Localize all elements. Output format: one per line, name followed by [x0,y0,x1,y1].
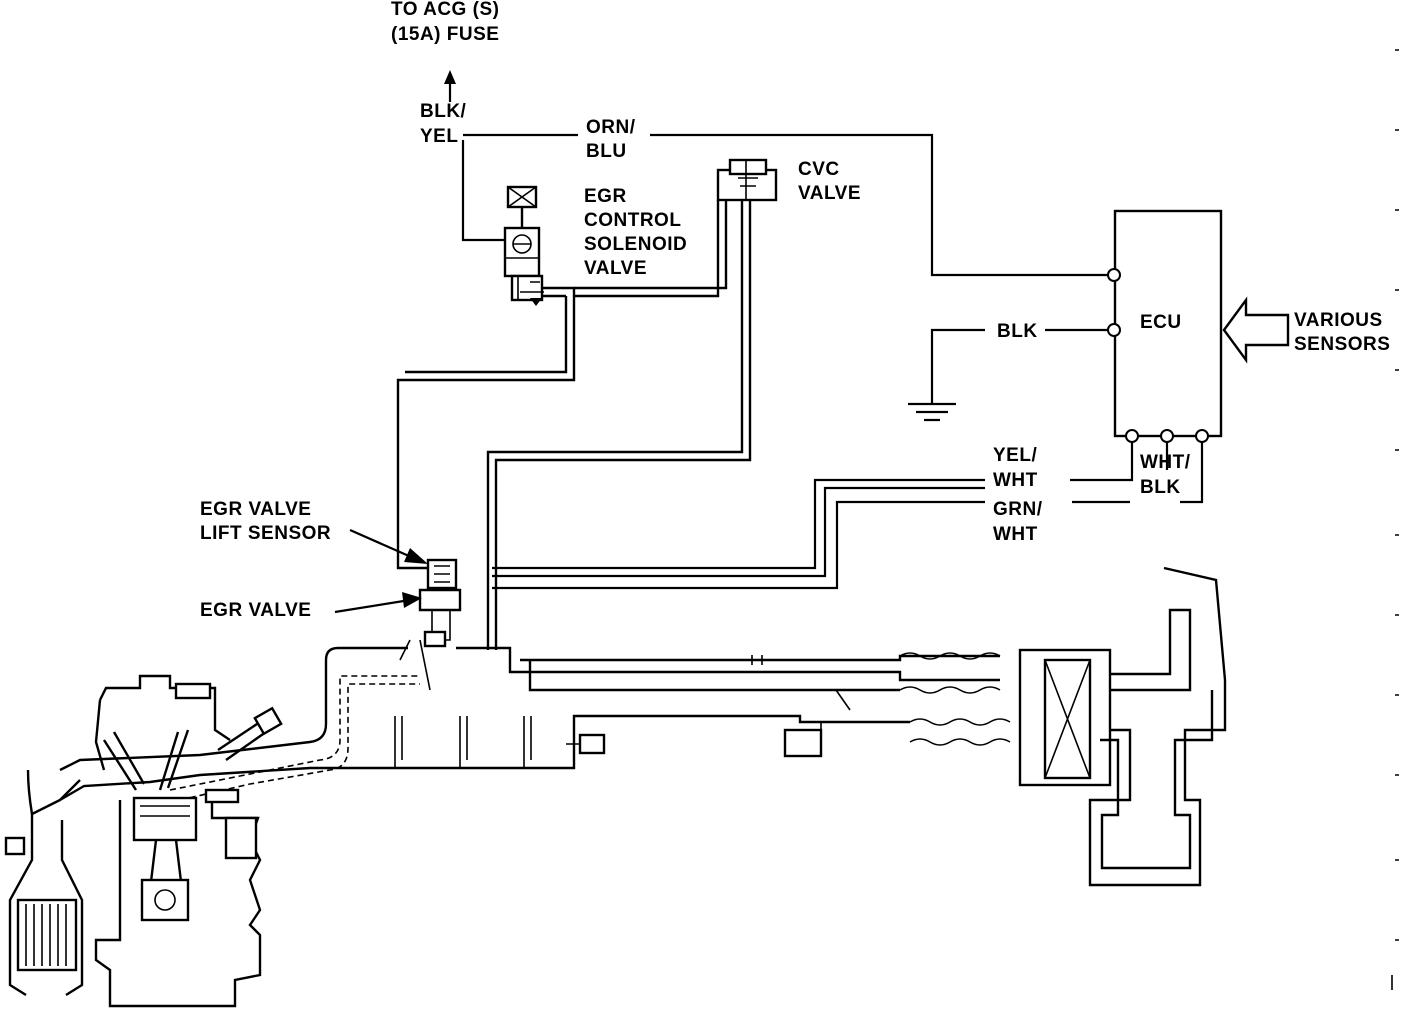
grn-wht-label-2: WHT [993,524,1038,545]
egr-solenoid-label-1: EGR [584,186,627,207]
blk-yel-label-1: BLK/ [420,101,467,122]
hose-solenoid-egr [396,286,576,570]
lift-sensor-label-2: LIFT SENSOR [200,523,331,544]
egr-control-solenoid-icon [503,185,544,306]
egr-solenoid-label-3: SOLENOID [584,234,687,255]
sensors-arrow-icon [1222,296,1290,364]
wire-blk-ground [930,328,1110,400]
hose-cvc-intake [486,200,752,650]
ground-symbol [908,400,956,422]
engine-block-icon [94,674,283,1008]
fuse-arrow-head [444,70,456,84]
sensors-label-2: SENSORS [1294,334,1390,355]
ecu-pin-grn-wht [1195,429,1209,443]
intake-tract [59,646,1000,802]
wire-blk-yel [461,140,505,242]
labels: TO ACG (S) (15A) FUSE BLK/ YEL ORN/ BLU … [200,0,1390,621]
vacuum-fittings [566,722,823,758]
cvc-valve-icon [716,158,778,202]
wht-blk-label-2: BLK [1140,477,1181,498]
wire-yel-wht [492,437,1134,570]
yel-wht-label-2: WHT [993,470,1038,491]
blk-label: BLK [997,321,1038,342]
wire-orn-blu [463,133,1110,277]
egr-valve-pointer [334,598,411,614]
catalytic-converter-icon [4,769,84,997]
egr-valve-icon [399,558,462,691]
margin-ticks [1391,49,1399,990]
lift-sensor-pointer [349,528,419,562]
bellows-upper [899,652,1001,694]
bellows-lower [909,718,1011,746]
lift-sensor-label-1: EGR VALVE [200,499,311,520]
ecu-pin-blk [1107,323,1121,337]
wire-yel-wht-2 [492,486,985,578]
wire-grn-wht [492,437,1204,590]
egr-valve-label: EGR VALVE [200,600,311,621]
egr-valve-pointer-head [402,592,422,608]
ecu-pin-yel-wht [1125,429,1139,443]
orn-blu-label-1: ORN/ [586,117,636,138]
orn-blu-label-2: BLU [586,141,627,162]
lift-sensor-pointer-head [404,548,428,564]
air-cleaner-icon [1018,566,1227,887]
fuse-label-1: TO ACG (S) [391,0,499,20]
sensors-label-1: VARIOUS [1294,310,1383,331]
cvc-label-2: VALVE [798,183,861,204]
ecu-pin-orn-blu [1107,268,1121,282]
blk-yel-label-2: YEL [420,126,458,147]
fuse-label-2: (15A) FUSE [391,24,499,45]
yel-wht-label-1: YEL/ [993,445,1037,466]
grn-wht-label-1: GRN/ [993,499,1043,520]
cvc-label-1: CVC [798,159,840,180]
wht-blk-label-1: WHT/ [1140,452,1191,473]
egr-solenoid-label-2: CONTROL [584,210,681,231]
egr-solenoid-label-4: VALVE [584,258,647,279]
ecu-label: ECU [1140,312,1182,333]
hose-solenoid-cvc [542,200,728,298]
ecu-pin-wht-blk [1160,429,1174,443]
wiring [444,70,1204,590]
ecu-box [1113,209,1223,438]
